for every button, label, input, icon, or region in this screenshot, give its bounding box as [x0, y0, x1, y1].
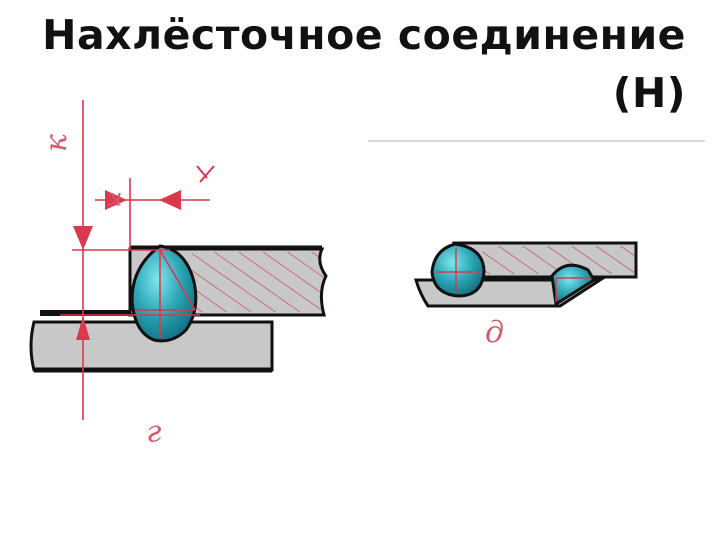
label-dim-k-vertical: к	[38, 134, 74, 152]
right-left-weld	[430, 242, 486, 298]
left-dimension-arrows	[73, 190, 181, 340]
label-figure-g: г	[148, 418, 164, 453]
left-dim-k-marker	[196, 165, 215, 183]
slide-title-line-1: Нахлёсточное соединение	[42, 11, 686, 59]
slide-title: Нахлёсточное соединение (Н)	[42, 6, 686, 122]
slide-title-line-2: (Н)	[612, 69, 686, 117]
right-weld-lines	[436, 248, 590, 302]
left-figure	[29, 100, 328, 420]
label-dim-k-horizontal: к	[108, 187, 123, 215]
label-figure-d: д	[485, 315, 505, 350]
right-right-weld	[550, 263, 597, 307]
left-top-plate-hatch	[192, 252, 324, 312]
left-weld-bead	[130, 244, 198, 343]
right-figure	[414, 241, 638, 308]
right-top-plate-hatch	[482, 246, 634, 274]
